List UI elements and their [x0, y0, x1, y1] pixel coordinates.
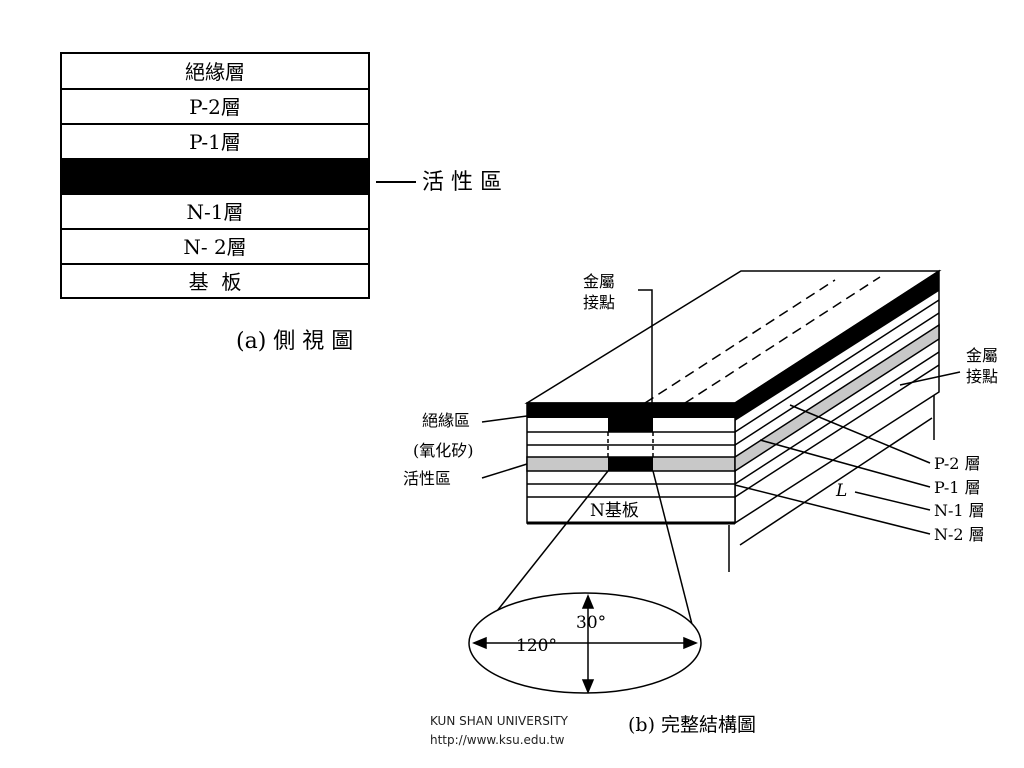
side-layer-label: 基 板	[189, 270, 242, 294]
substrate-label: N基板	[590, 501, 639, 521]
metal-strip-front	[527, 403, 735, 418]
side-layer-line	[734, 364, 940, 498]
top-contact-label: 金屬	[583, 272, 615, 291]
p2-leader	[789, 404, 931, 464]
vertical-angle-label: 30°	[576, 613, 606, 633]
side-layer-label: N- 2層	[183, 235, 246, 259]
side-view-caption: (a) 側 視 圖	[236, 329, 353, 354]
side-layer-label: N-1層	[187, 200, 244, 224]
side-layer-line	[734, 299, 940, 433]
insulation-label: (氧化矽)	[413, 441, 474, 460]
p1-leader	[759, 439, 931, 488]
arrow-left	[472, 636, 487, 650]
length-dimension-line	[739, 417, 933, 546]
right-contact-label: 金屬	[966, 346, 998, 365]
full-structure	[468, 269, 961, 694]
side-active-band	[734, 323, 940, 473]
side-layer-label: P-1層	[189, 130, 241, 154]
side-layer-label: 絕緣層	[185, 60, 245, 84]
front-active-core	[608, 457, 653, 471]
horizontal-angle-label: 120°	[516, 636, 557, 656]
layer-n1	[60, 193, 370, 230]
side-layer-label: P-2層	[189, 95, 241, 119]
stripe-dash-left	[644, 279, 836, 404]
university-name: KUN SHAN UNIVERSITY	[430, 714, 569, 728]
full-view-caption: (b) 完整結構圖	[628, 714, 756, 736]
insulation-leader	[481, 415, 528, 423]
top-contact-label: 接點	[583, 293, 615, 312]
layer-insulation	[60, 52, 370, 90]
length-label: L	[835, 481, 847, 501]
university-url: http://www.ksu.edu.tw	[430, 733, 565, 747]
p1-label: P-1 層	[934, 478, 981, 497]
side-layer-line	[734, 312, 940, 446]
arrow-right	[683, 636, 698, 650]
contact-stripe	[608, 418, 653, 432]
side-active-label: 活 性 區	[422, 170, 502, 195]
p2-label: P-2 層	[934, 454, 981, 473]
cone-right	[652, 470, 697, 641]
side-view-stack: 絕緣層 P-2層 P-1層 N-1層 N- 2層 基 板 活 性 區 (a) 側…	[60, 52, 502, 354]
layer-active	[60, 158, 370, 195]
side-layer-line	[734, 351, 940, 485]
active-region-label: 活性區	[403, 469, 451, 488]
layer-substrate	[60, 263, 370, 299]
n1-label: N-1 層	[934, 501, 985, 520]
arrow-down	[581, 679, 595, 694]
right-contact-label: 接點	[966, 367, 998, 386]
n1-leader	[854, 491, 931, 511]
insulation-label: 絕緣區	[422, 411, 470, 430]
right-contact-leader	[899, 371, 961, 386]
n2-label: N-2 層	[934, 525, 985, 544]
top-contact-leader	[638, 289, 653, 405]
n2-leader	[734, 484, 931, 535]
metal-band-side	[735, 271, 939, 421]
layer-p2	[60, 88, 370, 125]
stripe-dash-right	[684, 276, 881, 404]
active-leader	[481, 463, 528, 479]
arrow-up	[581, 594, 595, 609]
footer: KUN SHAN UNIVERSITY http://www.ksu.edu.t…	[430, 712, 610, 750]
